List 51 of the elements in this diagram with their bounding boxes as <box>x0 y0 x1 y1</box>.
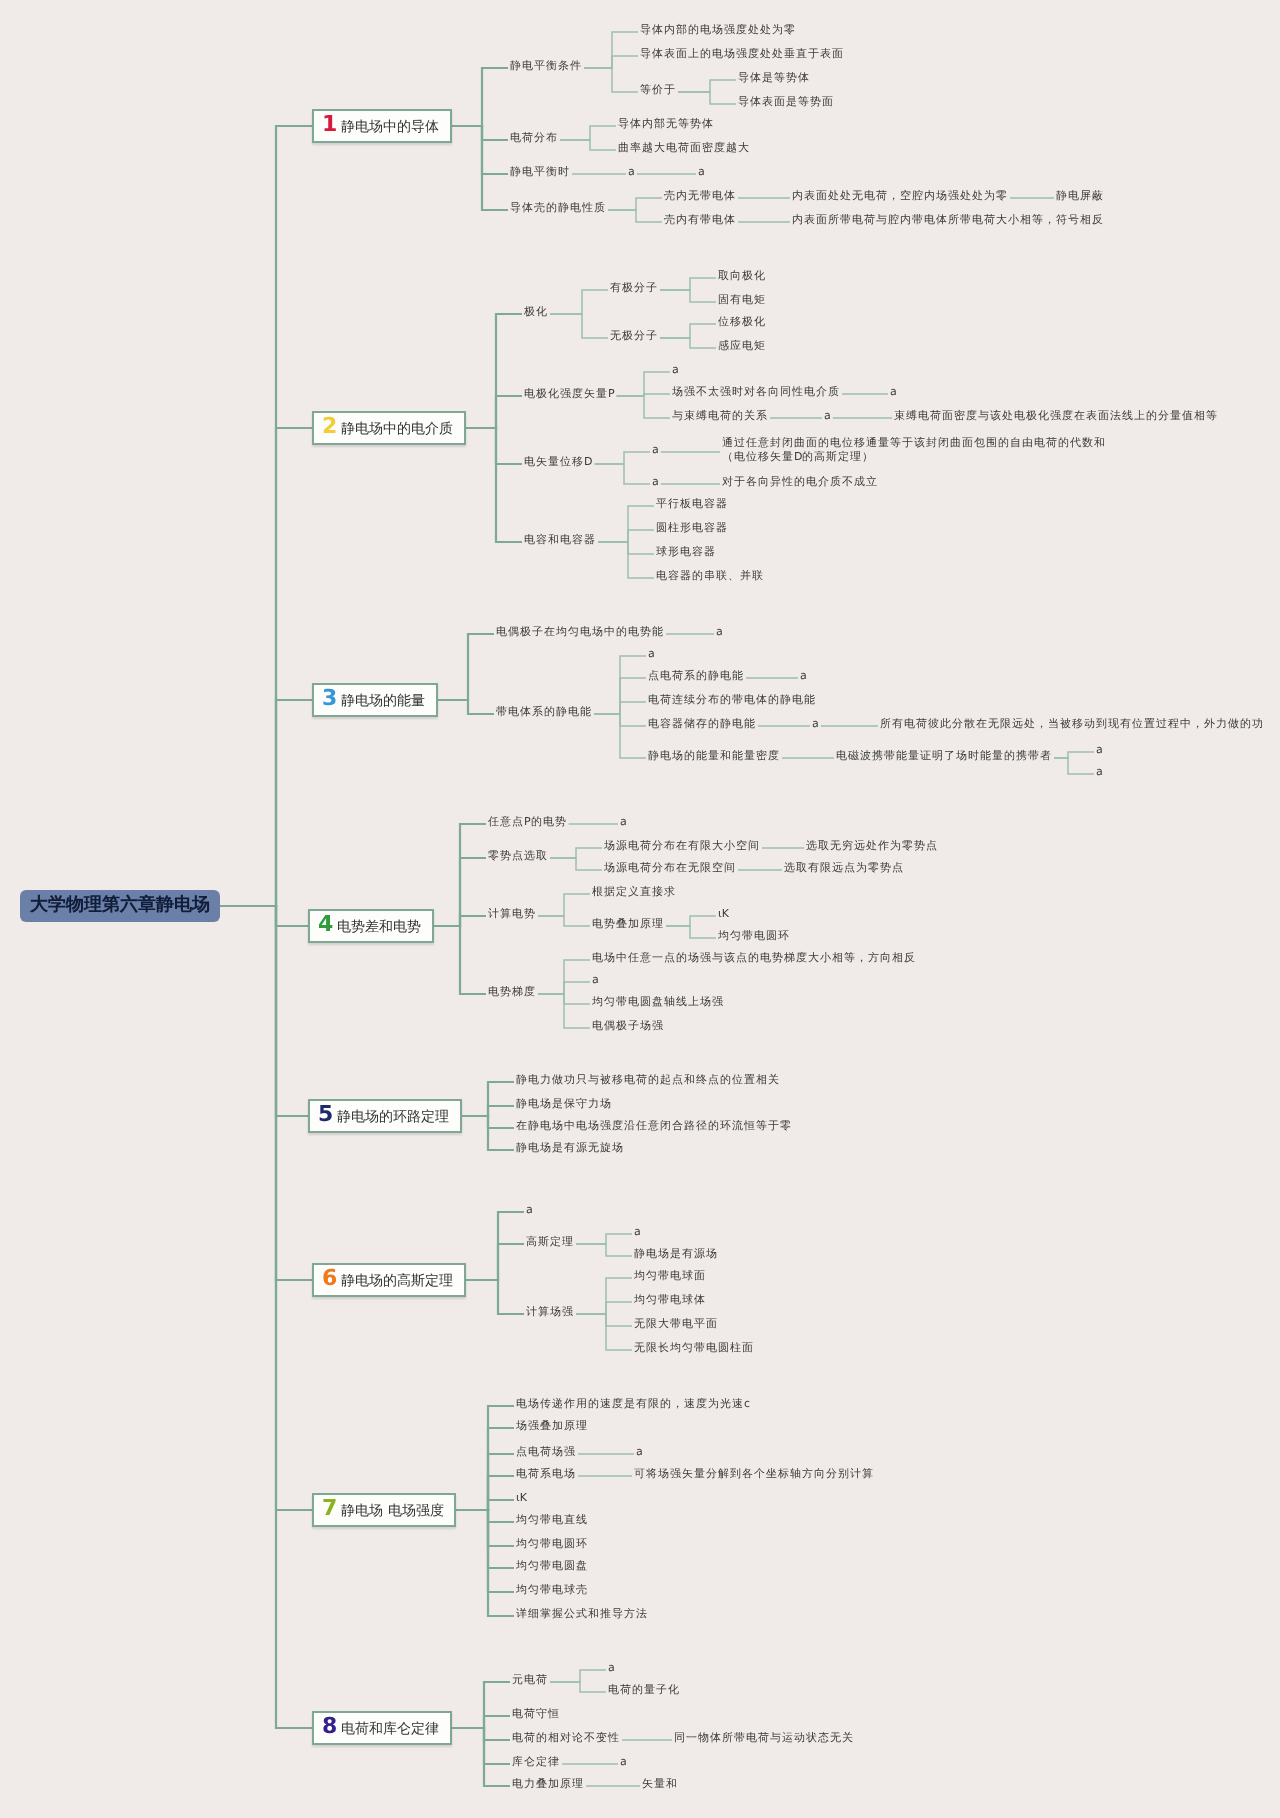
branch-line <box>465 1278 524 1316</box>
branch-line <box>820 725 879 727</box>
branch-line <box>451 1726 510 1788</box>
branch-line <box>841 393 889 395</box>
branch-line <box>567 823 619 825</box>
central-topic-box: 大学物理第六章静电场 <box>20 890 220 922</box>
branch-line <box>575 1313 633 1351</box>
branch-line <box>665 925 717 939</box>
branch-line <box>577 1453 635 1455</box>
branch-line <box>577 1475 633 1477</box>
branch-line <box>1009 197 1055 199</box>
branch-line <box>660 483 721 485</box>
branch-line <box>659 289 717 303</box>
branch-line <box>437 698 494 716</box>
branch-line <box>757 725 811 727</box>
branch-line <box>745 677 799 679</box>
branch-line <box>593 713 647 759</box>
branch-line <box>537 915 591 927</box>
branch-line <box>571 173 627 175</box>
branch-line <box>607 209 663 223</box>
branch-line <box>677 91 737 105</box>
branch-line <box>737 869 783 871</box>
branch-line <box>659 337 717 349</box>
branch-line <box>575 1243 633 1257</box>
branch-line <box>461 1114 514 1152</box>
branch-line <box>465 426 522 544</box>
branch-line <box>737 197 791 199</box>
branch-line <box>559 139 617 151</box>
branch-line <box>636 173 697 175</box>
branch-line <box>549 313 609 339</box>
branch-line <box>769 417 823 419</box>
branch-line <box>1053 757 1095 775</box>
branch-line <box>660 451 721 453</box>
branch-line <box>615 395 671 419</box>
branch-line <box>561 1763 619 1765</box>
branch-line <box>585 1785 641 1787</box>
branch-line <box>593 463 651 485</box>
branch-line <box>433 924 486 996</box>
branch-line <box>665 633 715 635</box>
branch-line <box>761 847 805 849</box>
branch-line <box>451 124 508 212</box>
branch-line <box>583 67 639 93</box>
branch-line <box>781 757 835 759</box>
branch-line <box>737 221 791 223</box>
branch-line <box>455 1508 514 1618</box>
branch-line <box>832 417 893 419</box>
branch-line <box>549 857 603 871</box>
branch-line <box>597 541 655 579</box>
branch-line <box>621 1739 673 1741</box>
branch-line <box>549 1681 607 1693</box>
branch-line <box>537 993 591 1029</box>
